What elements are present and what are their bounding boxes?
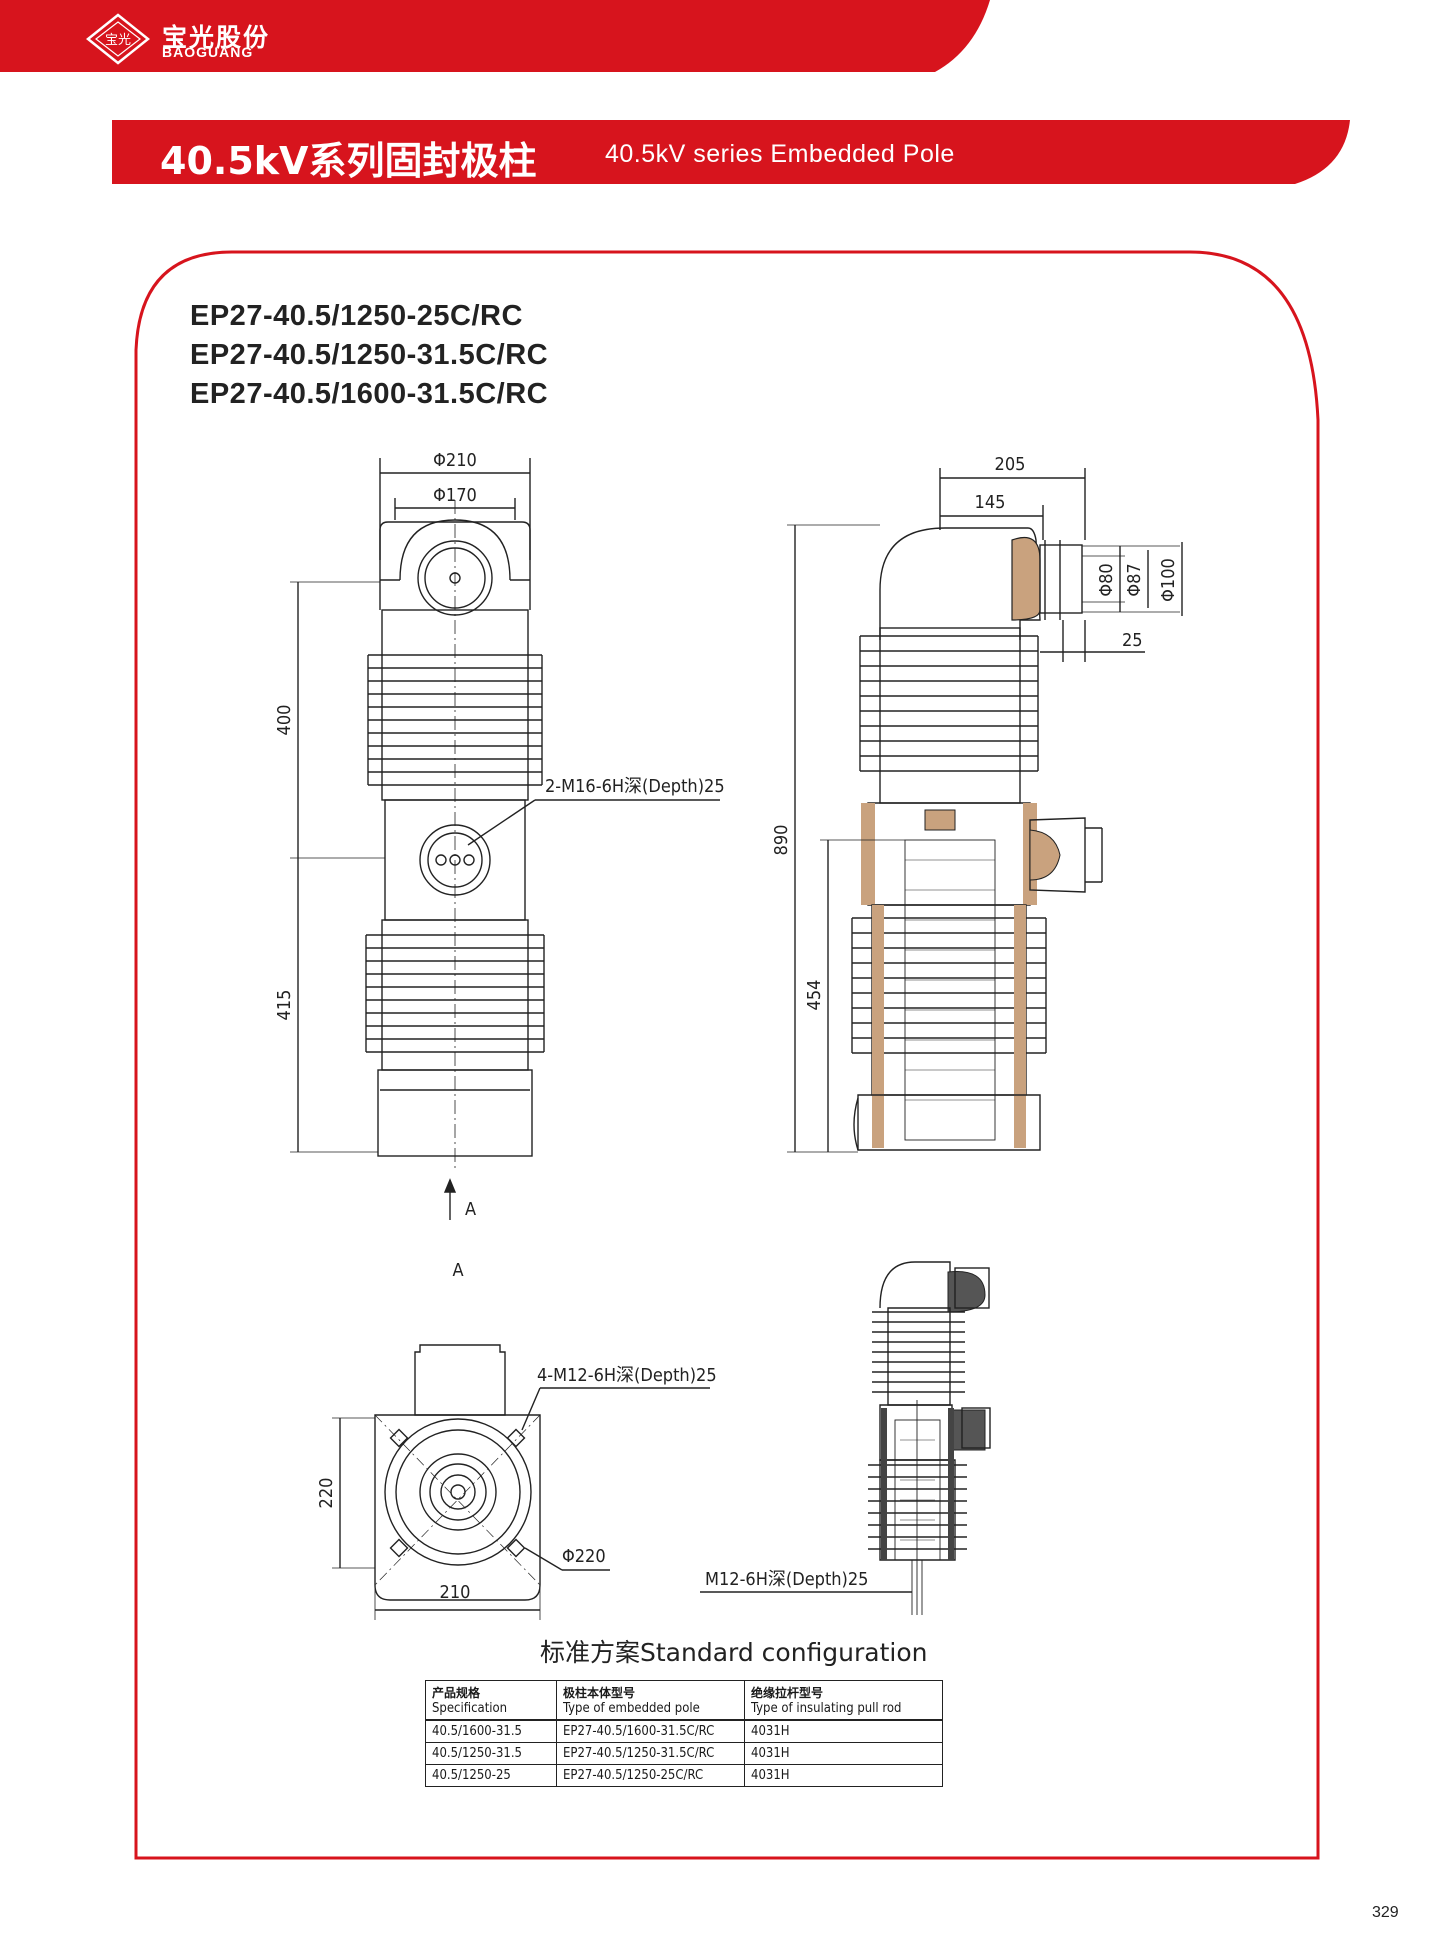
table-cell: EP27-40.5/1250-25C/RC: [556, 1764, 745, 1787]
table-row: 40.5/1250-25 EP27-40.5/1250-25C/RC 4031H: [425, 1764, 943, 1787]
title-band: [112, 120, 1350, 184]
thread-note-bottom: 4-M12-6H深(Depth)25: [537, 1365, 717, 1386]
header-en: Specification: [432, 1701, 508, 1716]
page-title-cn: 40.5kV系列固封极柱: [160, 139, 537, 183]
config-title: 标准方案Standard configuration: [540, 1638, 928, 1667]
header-cn: 极柱本体型号: [563, 1686, 636, 1700]
table-cell: 40.5/1250-25: [425, 1764, 557, 1787]
table-row: 40.5/1600-31.5 EP27-40.5/1600-31.5C/RC 4…: [425, 1719, 943, 1743]
logo-mark-text: 宝光: [105, 33, 131, 48]
header-en: Type of insulating pull rod: [751, 1701, 902, 1716]
thread-note-section: M12-6H深(Depth)25: [705, 1569, 868, 1590]
table-row: 40.5/1250-31.5 EP27-40.5/1250-31.5C/RC 4…: [425, 1742, 943, 1765]
table-cell: EP27-40.5/1600-31.5C/RC: [556, 1719, 745, 1743]
dim-bottom-width: 210: [440, 1582, 471, 1603]
table-cell: 4031H: [744, 1764, 943, 1787]
dim-lower-height: 415: [274, 990, 295, 1021]
table-cell: 40.5/1250-31.5: [425, 1742, 557, 1765]
dim-d87: Φ87: [1124, 563, 1145, 596]
dim-d80: Φ80: [1096, 563, 1117, 596]
dim-inner-width: 145: [975, 492, 1006, 513]
view-arrow-label: A: [465, 1199, 476, 1220]
front-view: [290, 458, 720, 1220]
dim-total-height: 890: [771, 825, 792, 856]
section-view: [700, 1261, 991, 1615]
page-number: 329: [1372, 1904, 1399, 1921]
dim-bottom-height: 220: [316, 1478, 337, 1509]
logo-icon: 宝光: [86, 13, 150, 65]
dim-bottom-diameter: Φ220: [562, 1546, 606, 1567]
table-cell: EP27-40.5/1250-31.5C/RC: [556, 1742, 745, 1765]
model-name: EP27-40.5/1600-31.5C/RC: [190, 378, 549, 410]
dim-outer-diameter: Φ210: [433, 450, 477, 471]
header-cn: 绝缘拉杆型号: [751, 1686, 824, 1700]
bottom-view: [332, 1344, 710, 1620]
table-cell: 4031H: [744, 1719, 943, 1743]
logo-text-cn: 宝光股份: [162, 23, 271, 52]
model-name: EP27-40.5/1250-25C/RC: [190, 300, 523, 332]
dim-side-lower-height: 454: [804, 980, 825, 1011]
dim-25: 25: [1122, 630, 1143, 651]
page-title-en: 40.5kV series Embedded Pole: [605, 140, 955, 168]
dim-upper-height: 400: [274, 705, 295, 736]
dim-inner-diameter: Φ170: [433, 485, 477, 506]
header-en: Type of embedded pole: [563, 1701, 700, 1716]
side-view: [787, 468, 1183, 1153]
table-cell: 4031H: [744, 1742, 943, 1765]
thread-note-front: 2-M16-6H深(Depth)25: [545, 776, 725, 797]
header-cn: 产品规格: [432, 1686, 481, 1700]
bottom-view-label: A: [452, 1260, 463, 1281]
dim-total-width: 205: [995, 454, 1026, 475]
table-cell: 40.5/1600-31.5: [425, 1719, 557, 1743]
dim-d100: Φ100: [1158, 558, 1179, 602]
header-band: [0, 0, 990, 72]
model-name: EP27-40.5/1250-31.5C/RC: [190, 339, 549, 371]
logo-text-en: BAOGUANG: [162, 44, 254, 60]
